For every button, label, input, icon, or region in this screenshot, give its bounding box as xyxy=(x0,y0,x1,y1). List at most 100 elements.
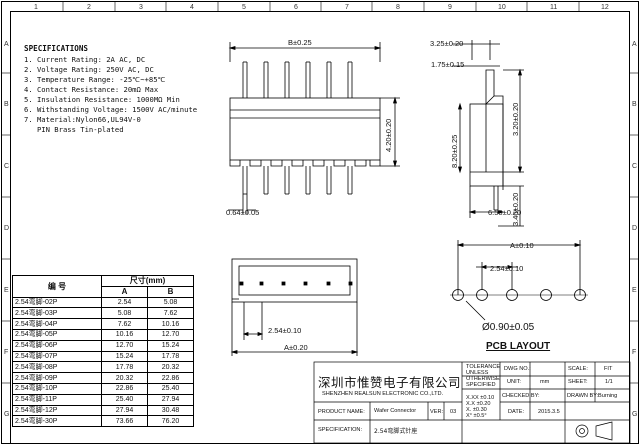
grid-row-label: A xyxy=(632,41,637,48)
part-name: 2.54弯脚-12P xyxy=(12,404,102,417)
part-name: 2.54弯脚-02P xyxy=(12,296,102,309)
company-name-cn: 深圳市惟赞电子有限公司 xyxy=(318,375,462,390)
unit-label: UNIT: xyxy=(507,379,521,385)
specifications-title: SPECIFICATIONS xyxy=(24,44,89,53)
size-b: 10.16 xyxy=(147,318,194,330)
size-a: 20.32 xyxy=(101,372,148,384)
grid-row-label: E xyxy=(632,287,637,294)
grid-row-label: D xyxy=(4,225,9,232)
grid-row-label: B xyxy=(632,101,637,108)
size-b: 5.08 xyxy=(147,296,194,309)
spec-item: 3. Temperature Range: -25℃~+85℃ xyxy=(24,75,166,84)
scale-label: SCALE: xyxy=(568,366,588,372)
dim-side-top2: 1.75±0.15 xyxy=(431,60,464,69)
size-b: 25.40 xyxy=(147,382,194,395)
drawn-by-value: Burning xyxy=(598,393,618,399)
size-b: 22.86 xyxy=(147,372,194,384)
grid-col-label: 12 xyxy=(601,4,609,11)
grid-ticks xyxy=(2,2,638,384)
size-b: 30.48 xyxy=(147,404,194,417)
bottom-view xyxy=(230,258,359,356)
dim-side-depth: 6.50±0.20 xyxy=(488,208,521,217)
part-name: 2.54弯脚-30P xyxy=(12,415,102,428)
date-label: DATE: xyxy=(508,409,525,415)
size-a: 27.94 xyxy=(101,404,148,417)
ver-label: VER: xyxy=(430,409,444,415)
checked-by-label: CHECKED BY: xyxy=(502,393,540,399)
grid-row-label: E xyxy=(4,287,9,294)
specification-label: SPECIFICATION: xyxy=(318,427,363,433)
part-name: 2.54弯脚-08P xyxy=(12,361,102,374)
grid-col-label: 9 xyxy=(448,4,452,11)
size-a: 15.24 xyxy=(101,350,148,363)
col-header-a: A xyxy=(101,285,148,298)
grid-row-label: A xyxy=(4,41,9,48)
part-name: 2.54弯脚-07P xyxy=(12,350,102,363)
part-name: 2.54弯脚-11P xyxy=(12,393,102,406)
dim-side-mid: 8.20±0.25 xyxy=(450,135,459,168)
grid-col-label: 5 xyxy=(242,4,246,11)
dim-side-right: 3.20±0.20 xyxy=(511,103,520,136)
part-name: 2.54弯脚-03P xyxy=(12,307,102,320)
pcb-layout xyxy=(450,240,588,321)
specification-value: 2.54弯脚式针座 xyxy=(374,428,418,435)
grid-row-label: G xyxy=(4,411,9,418)
grid-row-label: D xyxy=(632,225,637,232)
part-name: 2.54弯脚-10P xyxy=(12,382,102,395)
size-b: 20.32 xyxy=(147,361,194,374)
col-header-b: B xyxy=(147,285,194,298)
grid-col-label: 2 xyxy=(87,4,91,11)
size-b: 7.62 xyxy=(147,307,194,320)
grid-col-label: 8 xyxy=(396,4,400,11)
grid-row-labels: A B C D E F G A B C D E F G xyxy=(4,41,637,418)
part-name: 2.54弯脚-09P xyxy=(12,372,102,384)
dim-pcb-hole: Ø0.90±0.05 xyxy=(482,322,535,333)
grid-col-label: 6 xyxy=(294,4,298,11)
size-a: 7.62 xyxy=(101,318,148,330)
sheet-value: 1/1 xyxy=(605,379,613,385)
grid-row-label: C xyxy=(632,163,637,170)
product-name-label: PRODUCT NAME: xyxy=(318,409,365,415)
spec-item: 1. Current Rating: 2A AC, DC xyxy=(24,55,146,64)
grid-row-label: F xyxy=(4,349,8,356)
product-name-value: Wafer Connector xyxy=(374,408,417,414)
front-view xyxy=(228,42,400,214)
grid-col-label: 3 xyxy=(139,4,143,11)
grid-row-label: G xyxy=(632,411,637,418)
unit-value: mm xyxy=(540,379,550,385)
part-name: 2.54弯脚-04P xyxy=(12,318,102,330)
scale-value: FIT xyxy=(604,366,613,372)
dim-side-bottom: 3.40±0.20 xyxy=(511,193,520,226)
spec-item: 7. Material:Nylon66,UL94V-0 xyxy=(24,115,141,124)
size-b: 15.24 xyxy=(147,339,194,352)
dim-pcb-width: A±0.10 xyxy=(510,241,534,250)
size-b: 27.94 xyxy=(147,393,194,406)
size-a: 73.66 xyxy=(101,415,148,428)
grid-col-label: 4 xyxy=(190,4,194,11)
size-a: 5.08 xyxy=(101,307,148,320)
part-name: 2.54弯脚-05P xyxy=(12,328,102,341)
size-a: 22.86 xyxy=(101,382,148,395)
spec-item: 6. Withstanding Voltage: 1500V AC/minute xyxy=(24,105,198,114)
grid-row-label: F xyxy=(632,349,636,356)
grid-col-label: 11 xyxy=(550,4,557,11)
grid-col-label: 10 xyxy=(498,4,506,11)
grid-row-label: C xyxy=(4,163,9,170)
company-name-en: SHENZHEN REALSUN ELECTRONIC CO.,LTD. xyxy=(322,391,444,397)
size-a: 2.54 xyxy=(101,296,148,309)
dwg-no-label: DWG NO.: xyxy=(504,366,531,372)
spec-item: 5. Insulation Resistance: 1000MΩ Min xyxy=(24,95,180,104)
size-a: 12.70 xyxy=(101,339,148,352)
